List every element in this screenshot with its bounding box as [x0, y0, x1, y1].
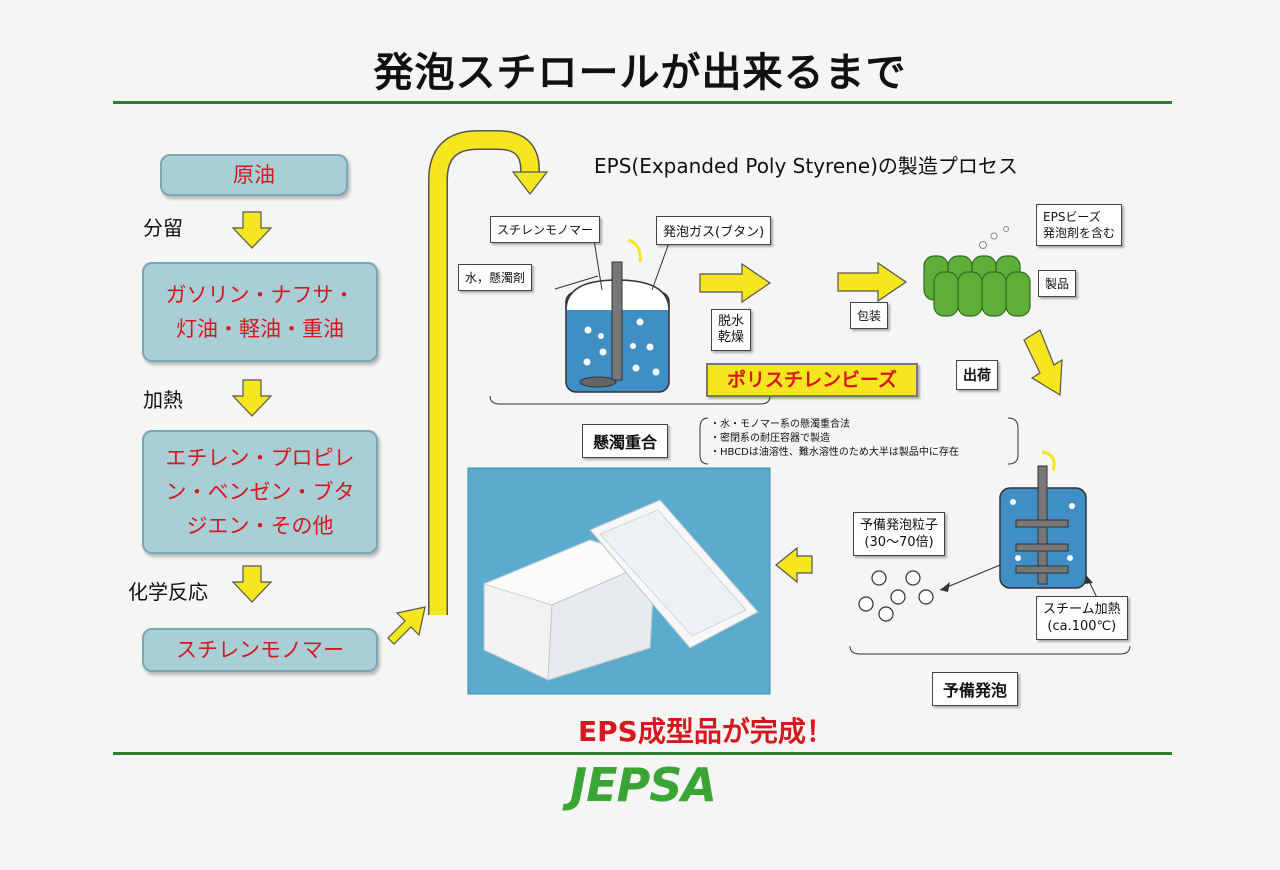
reactor-input-water: 水，懸濁剤 — [458, 264, 533, 291]
diagonal-arrow — [387, 606, 426, 645]
note-3: ・HBCDは油溶性、難水溶性のため大半は製品中に存在 — [710, 447, 959, 458]
left-arrow-molding — [775, 546, 813, 584]
down-arrow-3 — [231, 565, 273, 603]
suspension-polymerization-label: 懸濁重合 — [582, 424, 669, 458]
eps-beads-cluster — [923, 255, 1031, 317]
pre-expanded-line-1: 予備発泡粒子 — [860, 518, 939, 533]
pre-expanded-particles — [858, 570, 934, 622]
products-line-2: 灯油・軽油・重油 — [176, 317, 344, 341]
pre-expanded-particles-label: 予備発泡粒子 (30～70倍) — [853, 512, 946, 556]
products-line-1: ガソリン・ナフサ・ — [165, 283, 355, 307]
steam-line-2: (ca.100℃) — [1047, 619, 1117, 634]
petroleum-products-box: ガソリン・ナフサ・ 灯油・軽油・重油 — [142, 262, 378, 362]
bottom-divider — [113, 752, 1172, 755]
jepsa-logo: JEPSA — [570, 758, 717, 812]
reactor-vessel — [554, 238, 671, 393]
step-heating-label: 加熱 — [143, 388, 183, 412]
process-heading: EPS(Expanded Poly Styrene)の製造プロセス — [594, 154, 1018, 178]
olefins-box: エチレン・プロピレ ン・ベンゼン・ブタ ジエン・その他 — [142, 430, 378, 554]
note-1: ・水・モノマー系の懸濁重合法 — [710, 419, 850, 430]
eps-box-illustration — [482, 499, 759, 681]
dewater-line-2: 乾燥 — [718, 330, 745, 345]
crude-oil-box: 原油 — [160, 154, 348, 196]
eps-beads-line-1: EPSビーズ — [1043, 210, 1101, 224]
page-title: 発泡スチロールが出来るまで — [373, 50, 907, 96]
step-reaction-label: 化学反応 — [128, 580, 208, 604]
reactor-input-monomer: スチレンモノマー — [490, 216, 601, 243]
pre-expanded-line-2: (30～70倍) — [864, 535, 934, 550]
polystyrene-beads-label: ポリスチレンビーズ — [706, 363, 918, 397]
pre-expansion-vessel — [939, 450, 1103, 609]
shipping-label: 出荷 — [956, 360, 998, 390]
steam-heating-label: スチーム加熱 (ca.100℃) — [1036, 596, 1128, 640]
styrene-monomer-box: スチレンモノマー — [142, 628, 378, 672]
steam-line-1: スチーム加熱 — [1043, 602, 1121, 617]
down-arrow-2 — [231, 379, 273, 417]
step-fractionation-label: 分留 — [143, 216, 183, 240]
right-arrow-dewater — [699, 262, 772, 304]
eps-beads-label: EPSビーズ 発泡剤を含む — [1036, 204, 1123, 246]
dewater-line-1: 脱水 — [718, 314, 745, 329]
product-label: 製品 — [1038, 270, 1077, 297]
down-arrow-1 — [231, 211, 273, 249]
feed-tube-arrowhead — [511, 171, 549, 195]
olefins-line-1: エチレン・プロピレ — [165, 446, 355, 470]
dewater-dry-label: 脱水 乾燥 — [711, 309, 752, 351]
polymerization-bracket — [489, 395, 771, 405]
top-divider — [113, 101, 1172, 104]
right-arrow-package — [837, 261, 908, 303]
shipping-arrow — [1023, 329, 1063, 397]
pre-expansion-bracket — [849, 645, 1131, 655]
olefins-line-3: ジエン・その他 — [186, 514, 334, 538]
eps-beads-line-2: 発泡剤を含む — [1043, 226, 1116, 240]
pre-expansion-label: 予備発泡 — [932, 672, 1019, 706]
reactor-input-blowing-gas: 発泡ガス(ブタン) — [656, 216, 772, 245]
package-label: 包装 — [850, 302, 889, 329]
note-2: ・密閉系の耐圧容器で製造 — [710, 433, 830, 444]
finished-product-caption: EPS成型品が完成！ — [578, 715, 834, 748]
notes-bracket — [1007, 417, 1019, 465]
process-notes: ・水・モノマー系の懸濁重合法 ・密閉系の耐圧容器で製造 ・HBCDは油溶性、難水… — [710, 418, 959, 460]
olefins-line-2: ン・ベンゼン・ブタ — [165, 480, 355, 504]
